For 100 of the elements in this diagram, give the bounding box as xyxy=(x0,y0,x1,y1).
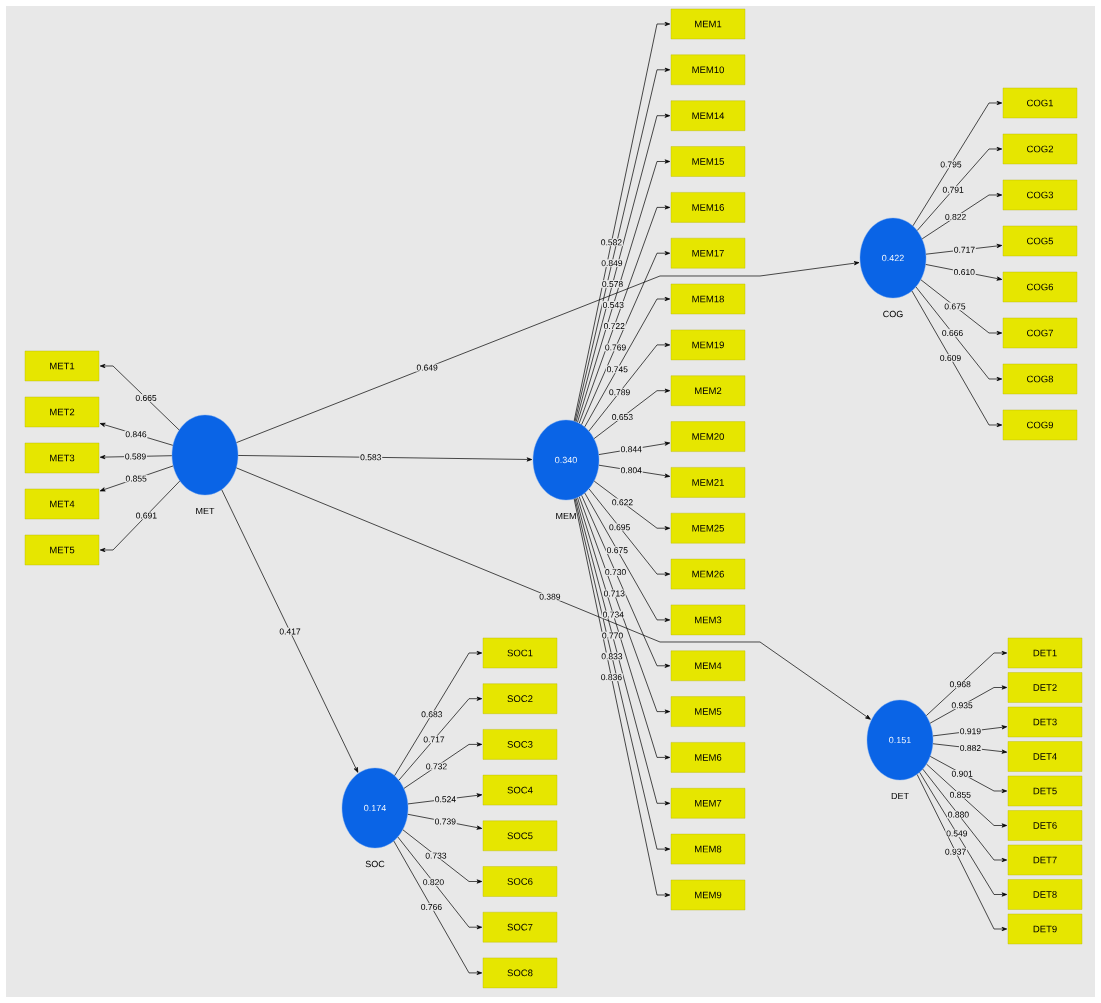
indicator-box: SOC3 xyxy=(482,729,558,760)
indicator-box: SOC1 xyxy=(482,637,558,669)
indicator-box: DET9 xyxy=(1007,913,1083,945)
edge-label: 0.766 xyxy=(420,903,443,911)
arrow xyxy=(578,205,671,424)
edge-label: 0.789 xyxy=(608,388,631,397)
construct-name: MET xyxy=(196,507,215,515)
edge-label: 0.770 xyxy=(601,631,624,640)
indicator-box: DET8 xyxy=(1007,879,1083,910)
arrow xyxy=(915,286,1003,382)
edge-label: 0.583 xyxy=(359,453,383,462)
edge-label: 0.665 xyxy=(134,394,158,402)
indicator-box: DET3 xyxy=(1007,706,1083,738)
arrow xyxy=(584,492,671,622)
arrow xyxy=(916,146,1003,231)
edge-label: 0.653 xyxy=(611,413,634,421)
arrow xyxy=(236,261,860,443)
edge-label: 0.882 xyxy=(959,744,982,752)
arrow xyxy=(929,756,1008,794)
indicator-box: MEM7 xyxy=(670,788,746,819)
arrow xyxy=(593,480,671,531)
edge-label: 0.675 xyxy=(605,546,629,554)
arrow xyxy=(911,290,1003,428)
indicator-box: MEM8 xyxy=(670,833,746,865)
arrow xyxy=(932,743,1008,754)
arrow xyxy=(99,465,174,492)
edge-label: 0.589 xyxy=(124,452,147,461)
arrow xyxy=(221,489,359,773)
indicator-box: MET4 xyxy=(24,488,100,520)
arrow xyxy=(578,496,671,714)
edge-label: 0.791 xyxy=(941,185,965,194)
arrow xyxy=(398,696,483,781)
arrow xyxy=(99,455,173,460)
edge-label: 0.855 xyxy=(124,474,148,483)
edge-label: 0.849 xyxy=(600,259,624,267)
indicator-box: MEM4 xyxy=(670,650,746,681)
edge-label: 0.732 xyxy=(425,762,448,771)
indicator-box: COG5 xyxy=(1002,225,1078,257)
edge-label: 0.578 xyxy=(601,280,624,288)
arrow xyxy=(407,793,483,805)
edge-label: 0.820 xyxy=(422,878,445,886)
edge-label: 0.919 xyxy=(959,727,982,736)
edge-label: 0.417 xyxy=(278,627,302,636)
arrow xyxy=(99,422,174,446)
arrow xyxy=(393,840,483,975)
arrow xyxy=(397,836,483,930)
construct-name: DET xyxy=(891,792,909,800)
edge-label: 0.695 xyxy=(608,523,632,532)
indicator-box: MET5 xyxy=(24,534,100,566)
indicator-box: MEM26 xyxy=(670,558,746,590)
indicator-box: DET5 xyxy=(1007,775,1083,807)
indicator-box: MEM10 xyxy=(670,54,746,85)
indicator-box: MEM9 xyxy=(670,879,746,911)
edge-label: 0.543 xyxy=(601,301,625,309)
indicator-box: MET3 xyxy=(24,442,100,474)
indicator-box: MEM25 xyxy=(670,513,746,544)
indicator-box: COG3 xyxy=(1002,179,1078,211)
indicator-box: MEM21 xyxy=(670,467,746,498)
edge-label: 0.610 xyxy=(952,268,976,276)
edge-label: 0.734 xyxy=(601,610,625,619)
edge-label: 0.901 xyxy=(950,769,974,778)
edge-label: 0.739 xyxy=(433,817,457,826)
arrow xyxy=(925,243,1003,255)
construct-name: MEM xyxy=(556,512,576,520)
edge-label: 0.833 xyxy=(600,652,624,661)
arrow xyxy=(593,388,671,439)
edge-label: 0.855 xyxy=(948,791,972,799)
indicator-box: MEM2 xyxy=(670,375,746,406)
arrow xyxy=(921,192,1003,240)
indicator-box: MET1 xyxy=(24,350,100,382)
arrow xyxy=(926,650,1008,716)
indicator-box: MEM18 xyxy=(670,283,746,315)
indicator-box: COG1 xyxy=(1002,87,1078,119)
arrow xyxy=(236,467,871,720)
edge-label: 0.609 xyxy=(939,354,962,362)
edge-label: 0.691 xyxy=(134,511,158,520)
arrow xyxy=(237,455,533,462)
arrow xyxy=(581,251,671,425)
indicator-box: MET2 xyxy=(24,396,100,428)
construct-circle xyxy=(171,414,239,496)
construct-name: COG xyxy=(883,310,903,318)
indicator-box: MEM17 xyxy=(670,238,746,269)
indicator-box: MEM14 xyxy=(670,100,746,131)
arrow xyxy=(581,495,671,668)
edge-label: 0.935 xyxy=(950,701,974,710)
arrow xyxy=(598,441,671,455)
construct-name: SOC xyxy=(365,860,385,868)
arrow xyxy=(577,159,671,423)
arrow xyxy=(598,464,671,478)
indicator-box: DET2 xyxy=(1007,672,1083,703)
arrow xyxy=(99,480,181,553)
arrow xyxy=(577,497,671,760)
edge-label: 0.713 xyxy=(602,589,626,598)
indicator-box: MEM16 xyxy=(670,192,746,223)
edge-label: 0.769 xyxy=(604,343,627,352)
edge-label: 0.549 xyxy=(945,829,969,838)
arrow xyxy=(407,813,483,830)
edge-label: 0.722 xyxy=(602,322,626,330)
edge-label: 0.717 xyxy=(422,735,446,744)
indicator-box: COG9 xyxy=(1002,409,1078,441)
